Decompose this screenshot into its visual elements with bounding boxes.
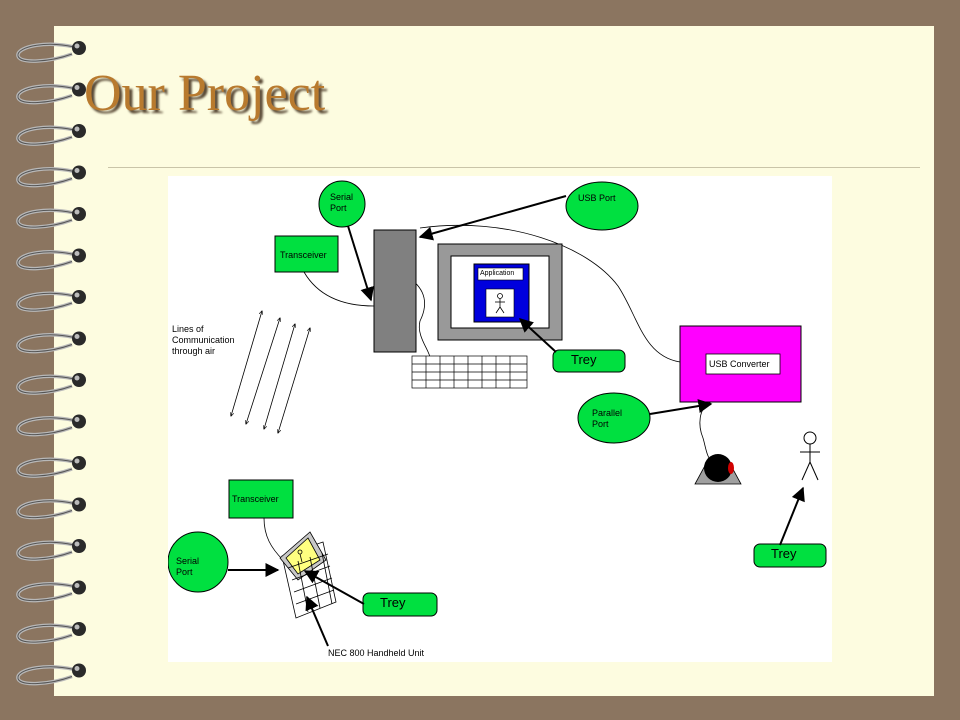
pointer-arrows [228, 195, 805, 647]
handheld-caption: NEC 800 Handheld Unit [328, 648, 425, 658]
trey-person-box [753, 543, 827, 568]
monitor-cable [405, 275, 431, 359]
trey-person-label: Trey [771, 546, 797, 561]
parallel-port-label: Parallel Port [592, 408, 623, 429]
spiral-binding [16, 41, 86, 686]
binding-ring [16, 414, 86, 437]
usb-cable [419, 224, 681, 363]
binding-ring [16, 248, 86, 271]
serial-port-top-bubble [318, 180, 366, 228]
binding-ring [16, 663, 86, 686]
trey-handheld-label: Trey [380, 595, 406, 610]
transceiver-bottom-label: Transceiver [232, 494, 279, 504]
trey-app-box [552, 349, 626, 373]
diagram-drawing [168, 180, 827, 647]
camera [694, 454, 742, 485]
trey-app-label: Trey [571, 352, 597, 367]
computer-tower [373, 229, 417, 353]
parallel-port-bubble [577, 392, 651, 444]
binding-ring [16, 622, 86, 644]
transceiver-bottom-box [228, 479, 294, 519]
application-stick-figure [495, 293, 505, 314]
slide-title: Our Project [84, 65, 326, 122]
handheld-unit [279, 531, 337, 619]
binding-ring [16, 41, 86, 63]
binding-ring [16, 207, 86, 229]
binding-ring [16, 290, 86, 312]
project-diagram: Serial Port USB Port Transceiver Applica… [168, 176, 832, 662]
application-title-box [477, 267, 524, 281]
serial-port-top-label: Serial Port [330, 192, 354, 213]
binding-ring [16, 124, 86, 146]
binding-ring [16, 373, 86, 395]
binding-ring [16, 456, 86, 478]
communication-arrows [231, 311, 310, 433]
transceiver-top-box [274, 235, 339, 273]
usb-port-bubble [565, 181, 639, 231]
person-stick-figure [800, 431, 820, 481]
binding-ring [16, 331, 86, 354]
application-label: Application [480, 270, 515, 277]
binding-ring [16, 580, 86, 603]
keyboard [411, 355, 528, 389]
binding-ring [16, 82, 86, 105]
usb-converter-label: USB Converter [709, 359, 770, 369]
binding-ring [16, 165, 86, 188]
title-divider [108, 167, 920, 168]
handheld-cable [263, 517, 284, 561]
serial-port-bottom-label: Serial Port [176, 556, 200, 577]
usb-port-label: USB Port [578, 193, 616, 203]
binding-ring [16, 539, 86, 561]
transceiver-cable [303, 271, 375, 307]
usb-converter-label-box [705, 353, 781, 375]
transceiver-top-label: Transceiver [280, 250, 327, 260]
serial-port-bottom-bubble [168, 531, 229, 593]
binding-ring [16, 497, 86, 520]
lines-of-communication-label: Lines of Communication through air [172, 324, 235, 356]
